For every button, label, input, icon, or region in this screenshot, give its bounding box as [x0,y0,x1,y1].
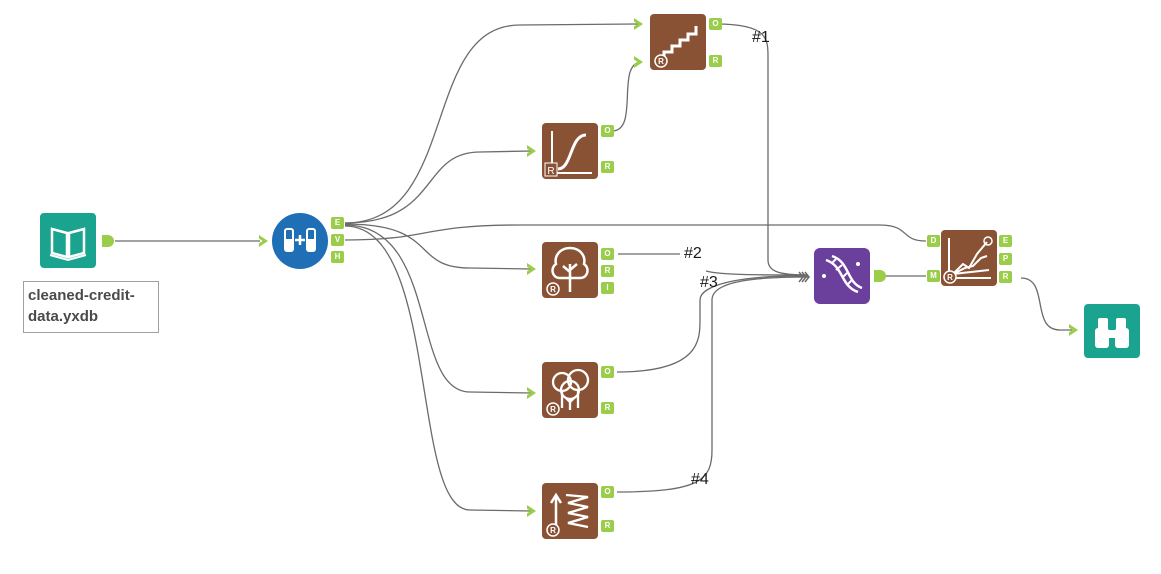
wire-logistic-to-stepwise [611,61,643,132]
tree-port-o[interactable]: O [601,248,614,260]
connection-label-3: #3 [700,274,718,291]
decision-tree-tool[interactable]: R [542,242,598,298]
logistic-regression-icon: R [544,131,592,177]
wire-e-to-boosted [344,225,532,512]
browse-tool[interactable] [1084,304,1140,358]
score-tool[interactable] [814,248,870,304]
svg-text:R: R [550,526,556,535]
stepwise-port-r[interactable]: R [709,55,722,67]
model-comparison-tool[interactable]: R [941,230,997,286]
create-samples-tool[interactable] [272,213,328,269]
forest-model-tool[interactable]: R [542,362,598,418]
dna-score-icon [822,254,863,294]
input-file-label: cleaned-credit- data.yxdb [23,281,159,333]
samples-port-v[interactable]: V [331,234,344,246]
input-output-anchor[interactable] [102,235,114,247]
wire-stepwise-to-score [715,23,809,276]
connection-label-2: #2 [684,245,702,262]
decision-tree-icon: R [546,246,589,296]
svg-text:R: R [947,273,953,282]
boosted-port-r[interactable]: R [601,520,614,532]
svg-text:R: R [547,166,554,177]
score-multi-input-anchor[interactable] [798,270,810,283]
stepwise-port-o[interactable]: O [709,18,722,30]
wire-e-to-decision-tree [344,223,532,270]
logistic-port-r[interactable]: R [601,161,614,173]
comparison-port-d[interactable]: D [927,235,940,247]
logistic-input-anchor[interactable] [527,145,536,157]
samples-input-anchor[interactable] [259,235,268,247]
browse-input-anchor[interactable] [1069,324,1078,336]
input-data-tool[interactable] [40,213,96,268]
boosted-input-anchor[interactable] [527,505,536,517]
boosted-port-o[interactable]: O [601,486,614,498]
comparison-port-p[interactable]: P [999,253,1012,265]
boosted-model-tool[interactable]: R [542,483,598,539]
svg-text:R: R [550,285,556,294]
svg-text:R: R [658,57,664,66]
logistic-regression-tool[interactable]: R [542,123,598,179]
create-samples-icon [284,228,316,252]
forest-input-anchor[interactable] [527,387,536,399]
score-output-anchor[interactable] [874,270,886,282]
samples-port-h[interactable]: H [331,251,344,263]
connection-label-1: #1 [752,29,770,46]
wire-forest-to-score [616,275,809,373]
forest-model-icon: R [546,368,590,416]
stepwise-tool[interactable]: R [650,14,706,70]
boosted-model-icon: R [546,492,589,537]
wire-v-to-comparison [344,224,927,242]
samples-port-e[interactable]: E [331,217,344,229]
comparison-port-m[interactable]: M [927,270,940,282]
tree-input-anchor[interactable] [527,263,536,275]
tree-port-r[interactable]: R [601,265,614,277]
model-comparison-icon: R [943,236,993,284]
forest-port-o[interactable]: O [601,366,614,378]
comparison-port-e[interactable]: E [999,235,1012,247]
stepwise-icon: R [654,26,698,68]
comparison-port-r[interactable]: R [999,271,1012,283]
forest-port-r[interactable]: R [601,402,614,414]
wire-e-to-logistic [344,150,532,224]
connection-label-4: #4 [691,471,709,488]
wire-boosted-to-score [616,276,809,493]
wire-comparison-to-browse [1020,277,1072,331]
wire-e-to-stepwise [344,23,641,224]
tree-port-i[interactable]: I [601,282,614,294]
wire-e-to-forest [344,224,532,394]
stepwise-input-anchor-2[interactable] [634,56,643,68]
svg-text:R: R [550,405,556,414]
logistic-port-o[interactable]: O [601,125,614,137]
book-icon [48,219,88,262]
binoculars-icon [1092,310,1132,352]
stepwise-input-anchor-1[interactable] [634,18,643,30]
